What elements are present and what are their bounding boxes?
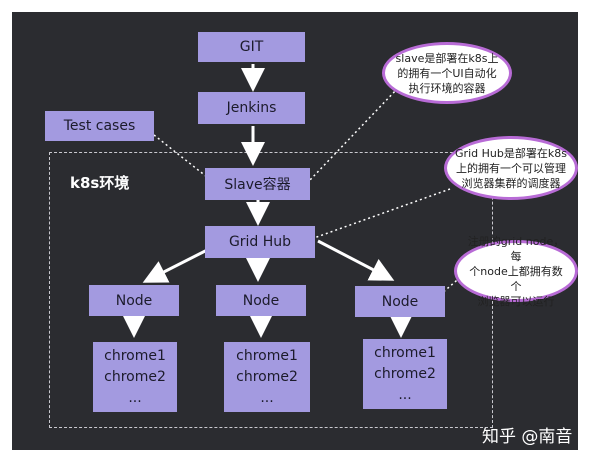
dotted-link-note-slave — [309, 87, 399, 181]
chrome-line: chrome1 — [374, 344, 436, 361]
note-line: Grid Hub是部署在k8s — [455, 146, 567, 160]
git-box: GIT — [198, 32, 305, 62]
grid-hub-box: Grid Hub — [205, 226, 315, 258]
slave-note-callout: slave是部署在k8s上 的拥有一个UI自动化 执行环境的容器 — [382, 42, 512, 104]
arrow-hub-to-node-right — [317, 239, 395, 281]
note-line: 浏览器集群的调度器 — [461, 176, 561, 190]
node-box-middle: Node — [216, 285, 306, 316]
node-note-callout: 注册的grid node，每 个node上都拥有数个 浏览器可以运行 — [454, 235, 578, 308]
note-line: 浏览器可以运行 — [477, 294, 555, 308]
dotted-link-testcases-slave — [153, 134, 208, 178]
jenkins-box: Jenkins — [198, 92, 305, 124]
chrome-line: ... — [128, 389, 142, 406]
watermark: 知乎 @南音 — [482, 427, 573, 447]
chrome-box-right: chrome1 chrome2 ... — [363, 339, 447, 409]
chrome-line: chrome2 — [236, 368, 298, 385]
chrome-line: ... — [260, 389, 274, 406]
dotted-link-note-hub — [313, 188, 451, 239]
note-line: 的拥有一个UI自动化 — [397, 66, 497, 80]
hub-note-callout: Grid Hub是部署在k8s 上的拥有一个可以管理 浏览器集群的调度器 — [444, 136, 578, 200]
diagram-canvas: k8s环境 GIT Jenkins Test cases Slave容器 Gri… — [12, 12, 578, 450]
note-line: 执行环境的容器 — [408, 81, 486, 95]
node-box-left: Node — [89, 285, 179, 316]
node-box-right: Node — [355, 286, 445, 317]
note-line: 注册的grid node，每 — [467, 234, 565, 263]
note-line: 个node上都拥有数个 — [469, 264, 563, 293]
slave-container-box: Slave容器 — [205, 168, 310, 200]
chrome-box-middle: chrome1 chrome2 ... — [224, 342, 310, 412]
note-line: 上的拥有一个可以管理 — [455, 161, 566, 175]
chrome-line: chrome2 — [374, 365, 436, 382]
note-line: slave是部署在k8s上 — [395, 51, 499, 65]
k8s-environment-label: k8s环境 — [70, 174, 130, 192]
chrome-line: chrome2 — [104, 368, 166, 385]
chrome-box-left: chrome1 chrome2 ... — [93, 342, 177, 412]
chrome-line: ... — [398, 386, 412, 403]
chrome-line: chrome1 — [104, 347, 166, 364]
test-cases-box: Test cases — [45, 111, 154, 141]
chrome-line: chrome1 — [236, 347, 298, 364]
